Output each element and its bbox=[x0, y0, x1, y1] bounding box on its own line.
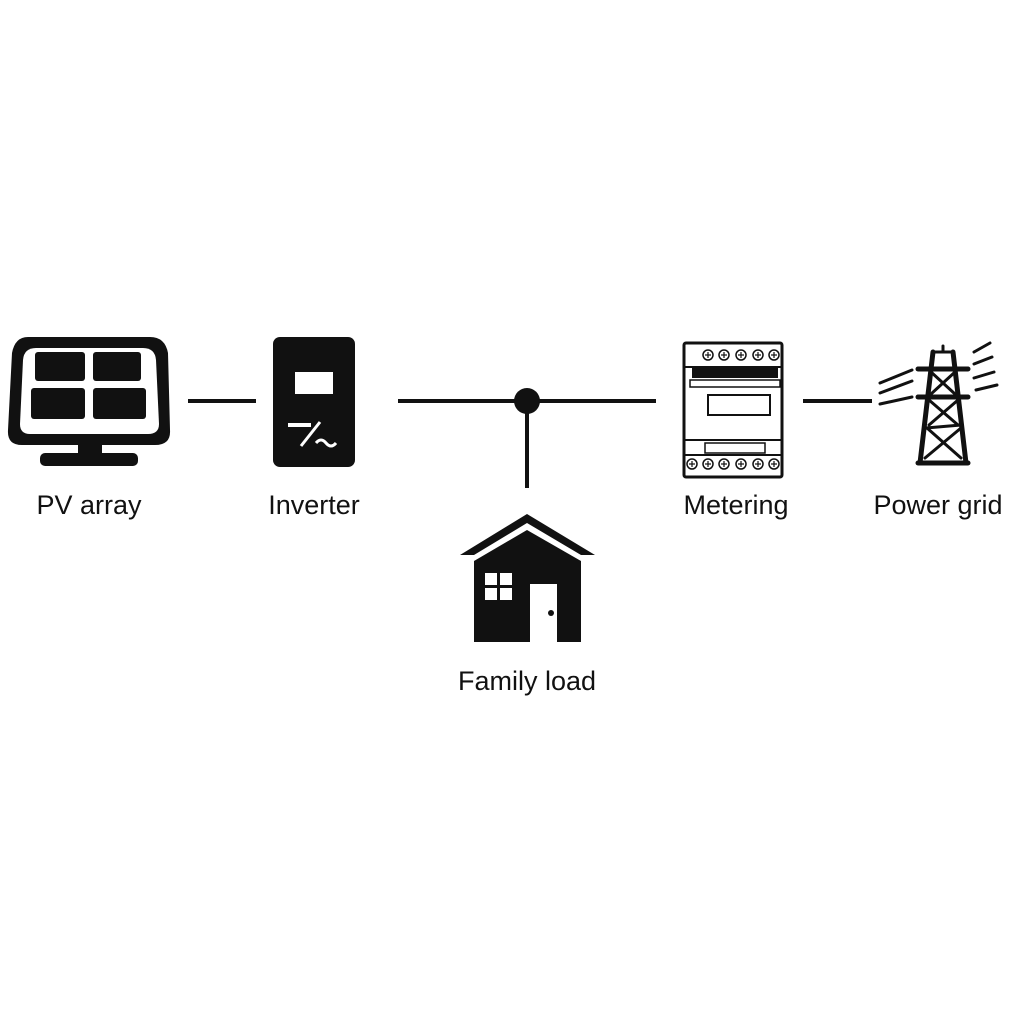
electricity-meter-icon bbox=[682, 341, 784, 479]
pv-array-label: PV array bbox=[36, 490, 142, 520]
inverter-icon bbox=[273, 337, 355, 467]
transmission-tower-icon bbox=[878, 341, 999, 466]
metering-label: Metering bbox=[683, 490, 788, 520]
solar-panel-icon bbox=[7, 337, 171, 466]
junction-node bbox=[514, 388, 540, 414]
house-icon bbox=[460, 514, 595, 642]
power-grid-label: Power grid bbox=[873, 490, 1002, 520]
connections bbox=[188, 399, 872, 488]
family-load-label: Family load bbox=[458, 666, 596, 696]
inverter-label: Inverter bbox=[268, 490, 360, 520]
